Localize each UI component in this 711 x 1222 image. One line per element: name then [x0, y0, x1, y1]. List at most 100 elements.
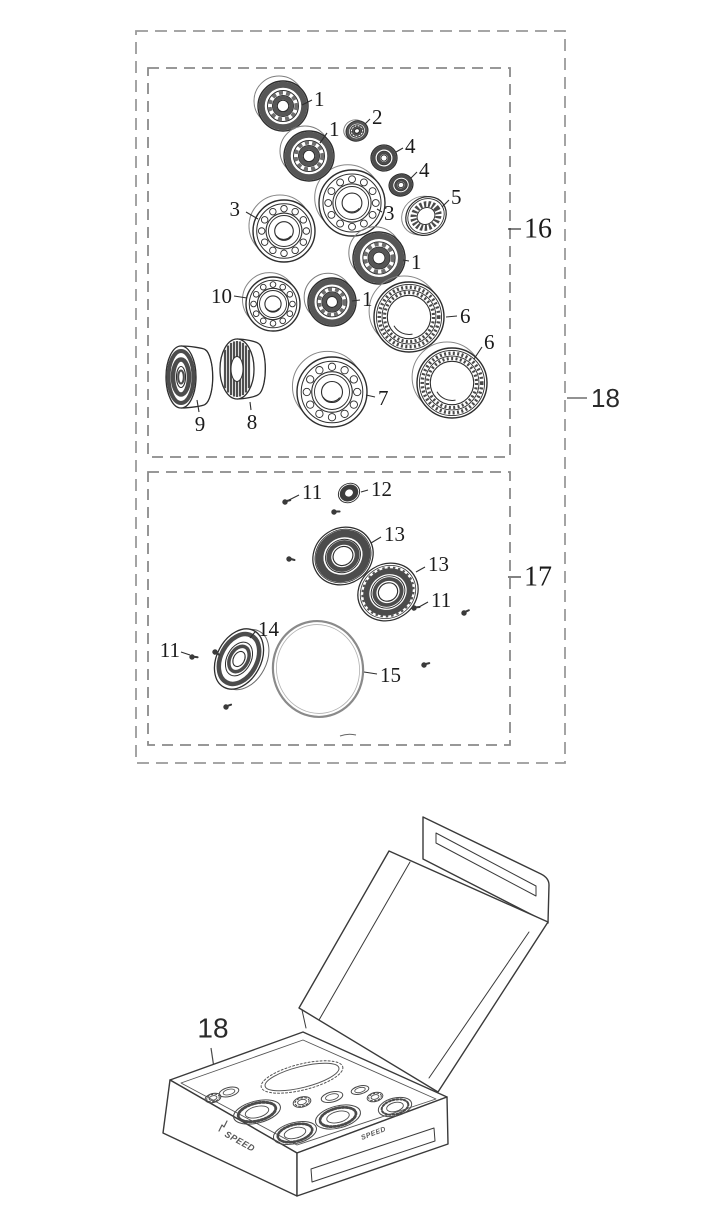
part-tp-11	[368, 275, 445, 353]
part-screw-18	[331, 509, 341, 515]
callout-leader-16	[288, 494, 300, 501]
part-callout-8: 8	[247, 410, 258, 434]
part-callout-10: 10	[211, 284, 232, 308]
part-sd13-20	[312, 526, 374, 586]
tray-pocket-0	[260, 1060, 344, 1094]
part-callout-4: 4	[405, 134, 416, 158]
part-bd-2	[253, 75, 309, 132]
part-callout-4: 4	[419, 158, 430, 182]
tray-pocket-6	[320, 1090, 344, 1104]
box-panel-slot	[310, 1127, 436, 1183]
group-label-18: 18	[591, 383, 620, 413]
part-callout-6: 6	[460, 304, 471, 328]
part-r5-7	[401, 195, 447, 236]
part-screw-23	[461, 609, 470, 616]
callout-leader-21	[249, 631, 256, 639]
lid-flap-slot	[435, 832, 537, 897]
tray-pocket-8	[350, 1085, 370, 1095]
part-callout-3: 3	[384, 201, 395, 225]
callout-leader-0	[301, 99, 313, 106]
parts-layer	[165, 75, 488, 719]
group-label-17: 17	[524, 562, 552, 593]
callout-leader-14	[196, 399, 200, 413]
callout-leader-9	[233, 295, 248, 299]
callout-leader-19	[415, 566, 426, 573]
tray-pocket-9	[366, 1091, 384, 1103]
part-sd-5	[370, 144, 398, 172]
tray-pocket-10	[377, 1096, 413, 1118]
part-callout-1: 1	[314, 87, 325, 111]
part-callout-15: 15	[380, 663, 401, 687]
part-callout-1: 1	[411, 250, 422, 274]
group-box-17	[147, 471, 511, 746]
part-orl-27	[271, 619, 365, 719]
kit-box-illustration: SPEED SPEED	[162, 816, 550, 1197]
part-lb-0	[314, 164, 386, 237]
lid-fold-left	[318, 861, 411, 1021]
part-bd-4	[343, 119, 369, 142]
part-callout-11: 11	[160, 638, 180, 662]
callout-leader-23	[363, 671, 378, 675]
callout-leader-22	[180, 651, 191, 656]
callout-leader-5	[441, 199, 450, 208]
part-callout-1: 1	[362, 287, 373, 311]
part-screw-26	[212, 649, 221, 657]
callout-leader-15	[249, 401, 252, 411]
lid-panel	[298, 850, 549, 1093]
callout-leader-20	[418, 601, 429, 608]
tray-pocket-7	[315, 1104, 361, 1130]
lid-fold-right	[428, 931, 530, 1079]
part-lb-13	[291, 350, 368, 428]
small-mark	[339, 733, 357, 737]
part-callout-3: 3	[230, 197, 241, 221]
callout-leader-11	[445, 315, 458, 318]
tray-pocket-5	[292, 1096, 312, 1108]
part-cyl8-15	[219, 338, 266, 400]
callout-leader-12	[473, 346, 483, 360]
brand-swoosh-icon	[218, 1120, 228, 1132]
part-callout-13: 13	[384, 522, 405, 546]
part-sd-6	[388, 173, 414, 197]
callout-leader-17	[360, 489, 369, 493]
part-callout-11: 11	[431, 588, 451, 612]
callout-leader-13	[365, 394, 376, 398]
part-bd-8	[348, 226, 406, 285]
part-screw-29	[223, 703, 233, 710]
part-tp-12	[411, 341, 488, 419]
callout-leader-7	[376, 208, 383, 213]
callout-leader-8	[402, 259, 410, 262]
part-callout-7: 7	[378, 386, 389, 410]
box-tray-rim	[180, 1039, 437, 1146]
part-or-17	[337, 482, 361, 504]
tray-pocket-3	[233, 1099, 281, 1125]
callout-leader-4	[410, 171, 418, 179]
part-tp13-21	[357, 562, 419, 622]
part-callout-1: 1	[329, 117, 340, 141]
part-bd-10	[303, 272, 357, 327]
part-callout-13: 13	[428, 552, 449, 576]
part-screw-19	[286, 556, 296, 562]
part-cyl9-14	[165, 345, 214, 409]
part-callout-6: 6	[484, 330, 495, 354]
outer-dashed-box-18	[135, 30, 566, 764]
part-bd-3	[279, 125, 335, 182]
group-label-16: 16	[524, 214, 552, 245]
part-seal14-24	[213, 628, 270, 691]
tray-pocket-4	[273, 1121, 317, 1145]
group-box-16	[147, 67, 511, 458]
callout-leader-1	[319, 132, 328, 144]
part-screw-22	[411, 605, 421, 611]
callout-leader-10	[351, 299, 361, 302]
part-callout-14: 14	[258, 617, 280, 641]
part-screw-25	[189, 654, 199, 660]
lid-edge-detail	[301, 1009, 307, 1029]
part-lb-9	[241, 272, 301, 332]
part-screw-28	[421, 662, 431, 668]
part-lb-1	[248, 194, 316, 263]
part-callout-5: 5	[451, 185, 462, 209]
part-screw-16	[282, 499, 292, 505]
callout-leader-6	[245, 211, 259, 220]
tray-bearings	[204, 1060, 413, 1145]
